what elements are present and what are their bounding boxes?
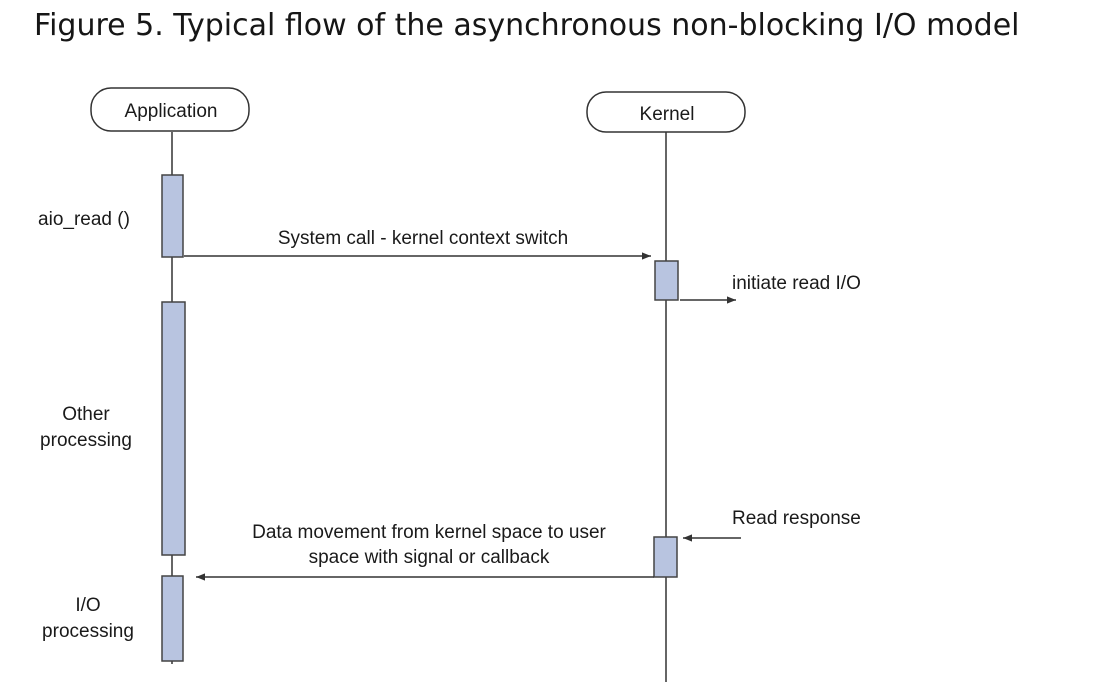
read-response-label: Read response xyxy=(732,508,861,529)
application-participant: Application xyxy=(90,87,250,132)
system-call-label: System call - kernel context switch xyxy=(278,228,568,249)
kernel-participant: Kernel xyxy=(586,91,746,133)
activation-other-processing xyxy=(161,301,186,556)
io-processing-label-line2: processing xyxy=(42,621,134,642)
kernel-label: Kernel xyxy=(640,104,695,125)
data-movement-label-line1: Data movement from kernel space to user xyxy=(252,522,606,543)
aio-read-label: aio_read () xyxy=(38,209,130,230)
data-movement-label-line2: space with signal or callback xyxy=(309,547,550,568)
figure-title: Figure 5. Typical flow of the asynchrono… xyxy=(34,8,1020,43)
initiate-read-label: initiate read I/O xyxy=(732,273,861,294)
activation-kernel-initiate xyxy=(654,260,679,301)
activation-aio-read xyxy=(161,174,184,258)
activation-kernel-response xyxy=(653,536,678,578)
application-label: Application xyxy=(125,101,218,122)
io-processing-label-line1: I/O xyxy=(75,595,100,616)
other-processing-label-line2: processing xyxy=(40,430,132,451)
activation-io-processing xyxy=(161,575,184,662)
other-processing-label-line1: Other xyxy=(62,404,110,425)
